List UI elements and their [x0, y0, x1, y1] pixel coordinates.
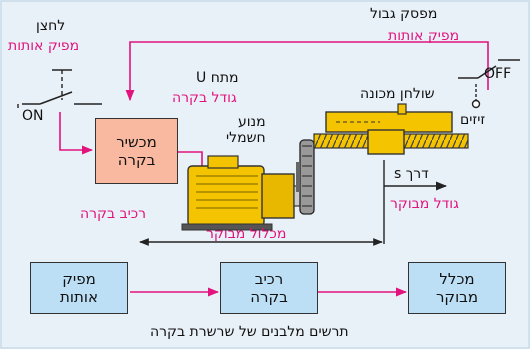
voltage-label: מתח U: [196, 70, 239, 86]
limit-switch-signal-label: מפיק אותות: [388, 28, 460, 44]
voltage-quantity-label: גודל בקרה: [172, 90, 237, 106]
displacement-label: דרך s: [394, 166, 429, 182]
machine-table-label: שולחן מכונה: [360, 86, 435, 102]
control-component-label: רכיב בקרה: [80, 206, 147, 222]
block-signal-generator: מפיק אותות: [30, 262, 128, 314]
on-label: ON: [22, 108, 44, 124]
limit-switch-label: מפסק גבול: [370, 6, 438, 22]
block-controlled-system: מכלל מבוקר: [408, 262, 506, 314]
push-button-signal-line: [59, 112, 94, 155]
limit-switch-icon: [458, 59, 520, 109]
block-diagram-caption: תרשים מלבנים של שרשרת בקרה: [150, 324, 349, 340]
machine-table-icon: [325, 103, 453, 155]
off-label: OFF: [484, 66, 512, 82]
motor-label: מנוע חשמלי: [226, 114, 266, 146]
electric-motor-icon: [181, 155, 305, 231]
push-switch-label: לחצן: [36, 18, 66, 34]
tripper-label: זיזים: [460, 112, 486, 128]
gear-drive-icon: [296, 139, 315, 215]
block-control-component: רכיב בקרה: [220, 262, 318, 314]
limit-switch-signal-line: [125, 41, 489, 102]
controlled-system-label: מכלול מבוקר: [206, 226, 287, 242]
push-switch-signal-label: מפיק אותות: [8, 38, 80, 54]
push-button-switch-icon: [17, 69, 102, 108]
control-device-box: מכשיר בקרה: [95, 118, 178, 184]
controlled-quantity-label: גודל מבוקר: [390, 196, 459, 212]
